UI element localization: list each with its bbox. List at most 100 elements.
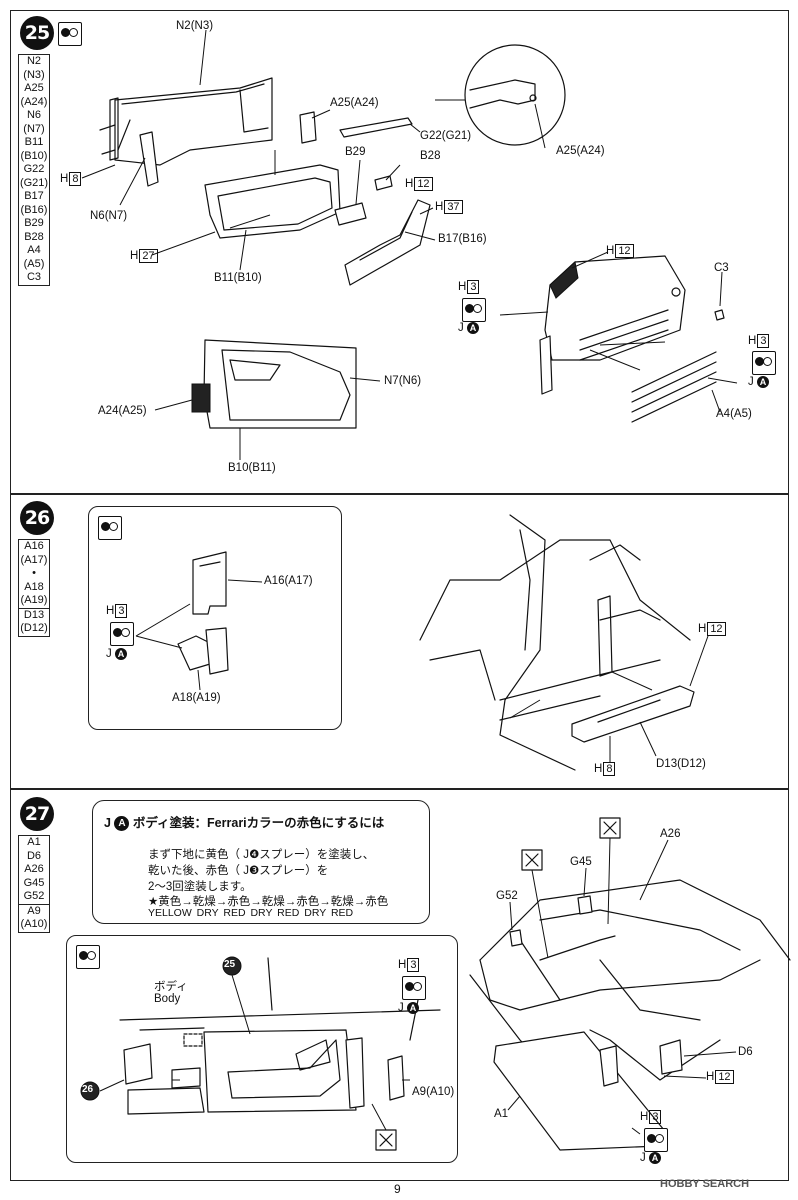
h8-box: 8 (69, 172, 82, 186)
spray-mix-icon (644, 1128, 668, 1152)
part-code: N2 (26, 55, 42, 67)
label-ja-26: J A (106, 648, 127, 660)
part-code: D6 (26, 849, 42, 862)
part-code: B11 (24, 136, 44, 148)
step-26-detail-inset (88, 506, 342, 730)
paint-title-text: ボディ塗装：Ferrariカラーの赤色にするには (132, 816, 385, 830)
paint-line: 2〜3回塗装します。 (148, 881, 252, 893)
part-code: A18 (24, 580, 44, 593)
paint-title: J A ボディ塗装：Ferrariカラーの赤色にするには (104, 816, 385, 832)
label-body-en: Body (154, 993, 181, 1005)
spray-mix-icon (402, 976, 426, 1000)
label-ja-inset: J A (398, 1002, 419, 1014)
part-code: (A5) (23, 257, 45, 270)
label-b11: B11(B10) (214, 272, 262, 284)
label-b17: B17(B16) (438, 233, 487, 245)
part-code: A25 (24, 82, 44, 94)
part-code: C3 (26, 271, 42, 283)
paint-instruction-box (92, 800, 430, 924)
label-ja-27: J A (640, 1152, 661, 1164)
part-code: (N3) (23, 68, 45, 81)
label-a16: A16(A17) (264, 575, 313, 587)
h8-box: 8 (603, 762, 616, 776)
label-a25-top: A25(A24) (330, 97, 379, 109)
label-n7: N7(N6) (384, 375, 422, 387)
label-g52: G52 (496, 890, 518, 902)
step-25-badge: 25 (20, 16, 54, 50)
h3-box: 3 (649, 1110, 662, 1124)
label-ja-a: J A (458, 322, 479, 334)
both-sides-icon (98, 516, 122, 540)
label-b10: B10(B11) (228, 462, 276, 474)
step-26-badge: 26 (20, 501, 54, 535)
label-body-jp: ボディ (154, 981, 188, 993)
h37-box: 37 (444, 200, 463, 214)
step-26-parts-list: A16 (A17) • A18 (A19) D13 (D12) (18, 539, 50, 637)
label-d6: D6 (738, 1046, 753, 1058)
part-code: (A24) (20, 95, 48, 108)
label-ja-b: J A (748, 376, 769, 388)
part-code: A26 (24, 863, 44, 875)
label-a1: A1 (494, 1108, 509, 1120)
part-code: (B16) (20, 203, 48, 216)
part-code: D13 (19, 607, 49, 623)
label-c3: C3 (714, 262, 729, 274)
part-code: A16 (24, 540, 44, 552)
part-code: G45 (23, 876, 45, 889)
h3-box: 3 (115, 604, 128, 618)
step-27-parts-list: A1 D6 A26 G45 G52 A9 (A10) (18, 835, 50, 933)
label-a25-right: A25(A24) (556, 145, 605, 157)
both-sides-icon (58, 22, 82, 46)
label-d13: D13(D12) (656, 758, 706, 770)
h12-box: 12 (414, 177, 433, 191)
part-code: • (32, 567, 36, 579)
label-b28: B28 (420, 150, 441, 162)
step-ref-26: 26 (82, 1084, 94, 1095)
part-code: (A10) (20, 918, 48, 930)
part-code: (B10) (20, 149, 48, 162)
spray-mix-icon (462, 298, 486, 322)
paint-line: ★黄色→乾燥→赤色→乾燥→赤色→乾燥→赤色 (148, 896, 389, 908)
part-code: G22 (23, 163, 45, 175)
part-code: A1 (27, 836, 41, 848)
watermark-logo: HOBBY SEARCH (660, 1178, 749, 1190)
label-n6: N6(N7) (90, 210, 128, 222)
paint-line: まず下地に黄色（ J❹スプレー）を塗装し、 (148, 849, 375, 861)
part-code: (N7) (23, 122, 45, 135)
both-sides-icon (76, 945, 100, 969)
spray-mix-icon (110, 622, 134, 646)
part-code: B28 (24, 230, 44, 243)
part-code: (A19) (20, 594, 48, 606)
page-number: 9 (394, 1182, 401, 1196)
label-b29: B29 (345, 146, 366, 158)
part-code: (D12) (20, 622, 48, 634)
part-code: A9 (19, 903, 49, 919)
part-code: G52 (23, 890, 45, 902)
h3-box: 3 (757, 334, 770, 348)
label-n2: N2(N3) (176, 20, 214, 32)
h12-box: 12 (615, 244, 634, 258)
part-code: (A17) (20, 553, 48, 566)
part-code: (G21) (19, 176, 49, 189)
label-a4: A4(A5) (716, 408, 752, 420)
label-a18: A18(A19) (172, 692, 221, 704)
h3-box: 3 (407, 958, 420, 972)
step-27-badge: 27 (20, 797, 54, 831)
label-a26: A26 (660, 828, 681, 840)
label-a9: A9(A10) (412, 1086, 455, 1098)
